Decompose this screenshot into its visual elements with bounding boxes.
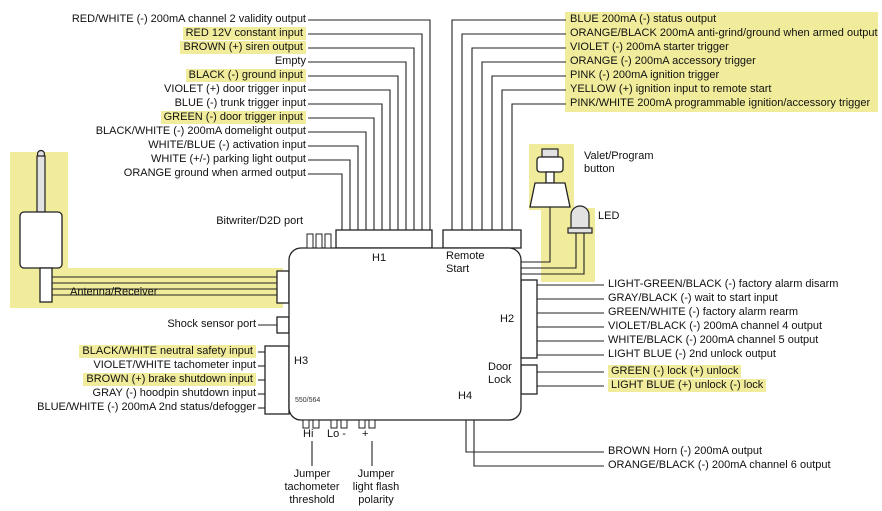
- wire-label: LIGHT-GREEN/BLACK (-) factory alarm disa…: [608, 278, 839, 290]
- wire-label: ORANGE ground when armed output: [123, 167, 306, 179]
- wire-label: RED/WHITE (-) 200mA channel 2 validity o…: [71, 13, 306, 25]
- antenna-connector: [276, 270, 290, 304]
- wire-label: BLUE 200mA (-) status output: [570, 13, 717, 25]
- wire-label: Empty: [274, 55, 306, 67]
- jumper-hi-label: Hi: [303, 428, 314, 440]
- highlight-region-antenna-wires: [10, 268, 283, 308]
- wire-label: GREEN (-) lock (+) unlock: [608, 365, 742, 378]
- antenna-icon: [19, 149, 63, 303]
- wire-group-remote-start: [451, 19, 566, 230]
- h2-label: H2: [500, 313, 515, 325]
- wire-label: VIOLET (-) 200mA starter trigger: [570, 41, 729, 53]
- wire-label: VIOLET/WHITE tachometer input: [93, 359, 256, 371]
- wire-group-door-lock: [530, 371, 604, 387]
- h3-label: H3: [294, 355, 309, 367]
- wire-label: WHITE/BLUE (-) activation input: [148, 139, 306, 151]
- wire-group-h1: [308, 19, 431, 230]
- wire-label: BLUE (-) trunk trigger input: [174, 97, 306, 109]
- antenna-receiver-label: Antenna/Receiver: [70, 286, 158, 298]
- wire-label: VIOLET (+) door trigger input: [164, 83, 306, 95]
- remote-start-label: Remote Start: [446, 250, 485, 275]
- wire-label: PINK (-) 200mA ignition trigger: [570, 69, 720, 81]
- module-box: [288, 247, 522, 421]
- wire-label: WHITE/BLACK (-) 200mA channel 5 output: [608, 334, 819, 346]
- wire-label: GREEN/WHITE (-) factory alarm rearm: [608, 306, 799, 318]
- wire-label: WHITE (+/-) parking light output: [151, 153, 306, 165]
- h4-label: H4: [458, 390, 473, 402]
- wire-label: LIGHT BLUE (+) unlock (-) lock: [608, 379, 767, 392]
- wire-label: BROWN Horn (-) 200mA output: [608, 445, 763, 457]
- h3-connector: [264, 345, 290, 415]
- h2-connector: [520, 279, 538, 359]
- wire-label: ORANGE/BLACK (-) 200mA channel 6 output: [608, 459, 831, 471]
- led-icon: [567, 205, 593, 234]
- jumper-tachometer-label: Jumper tachometer threshold: [284, 468, 340, 506]
- wire-label: GRAY (-) hoodpin shutdown input: [92, 387, 256, 399]
- wire-label: ORANGE/BLACK 200mA anti-grind/ground whe…: [570, 27, 878, 39]
- wire-label: BLACK/WHITE (-) 200mA domelight output: [95, 125, 306, 137]
- jumper-pins: [302, 419, 376, 429]
- shock-sensor-connector: [276, 316, 290, 334]
- wire-group-h2: [530, 284, 604, 356]
- valet-button-icon: [529, 148, 571, 208]
- jumper-flash-polarity-label: Jumper light flash polarity: [352, 468, 400, 506]
- wire-label: BLUE/WHITE (-) 200mA 2nd status/defogger: [37, 401, 256, 413]
- wire-label: ORANGE (-) 200mA accessory trigger: [570, 55, 756, 67]
- shock-sensor-port-label: Shock sensor port: [167, 318, 256, 330]
- led-label: LED: [598, 210, 620, 222]
- module-model-label: 550/564: [295, 397, 321, 404]
- wire-label: VIOLET/BLACK (-) 200mA channel 4 output: [608, 320, 823, 332]
- remote-start-connector: [442, 229, 522, 249]
- wire-label: BROWN (+) siren output: [180, 41, 306, 54]
- door-lock-connector: [520, 364, 538, 395]
- bitwriter-port-label: Bitwriter/D2D port: [216, 215, 303, 227]
- wire-group-h4: [465, 420, 604, 467]
- wire-label: RED 12V constant input: [182, 27, 306, 40]
- bitwriter-port-pins: [306, 233, 332, 249]
- wire-label: YELLOW (+) ignition input to remote star…: [570, 83, 772, 95]
- wire-valet-button: [521, 207, 551, 263]
- jumper-plus-label: +: [362, 428, 369, 440]
- wire-label: GREEN (-) door trigger input: [160, 111, 306, 124]
- wire-group-antenna: [52, 276, 280, 296]
- wire-label: BROWN (+) brake shutdown input: [83, 373, 256, 386]
- wire-label: LIGHT BLUE (-) 2nd unlock output: [608, 348, 776, 360]
- wire-led-1: [521, 233, 577, 269]
- wire-label: PINK/WHITE 200mA programmable ignition/a…: [570, 97, 871, 109]
- door-lock-label: Door Lock: [488, 361, 512, 386]
- wire-label: GRAY/BLACK (-) wait to start input: [608, 292, 778, 304]
- jumper-lo-label: Lo -: [327, 428, 346, 440]
- wire-label: BLACK/WHITE neutral safety input: [79, 345, 256, 358]
- wire-label: BLACK (-) ground input: [185, 69, 306, 82]
- valet-program-button-label: Valet/Program button: [584, 150, 654, 175]
- wire-led-2: [521, 233, 585, 275]
- h1-connector: [335, 229, 433, 249]
- highlight-region-top-right: [565, 12, 878, 112]
- h1-label: H1: [372, 252, 387, 264]
